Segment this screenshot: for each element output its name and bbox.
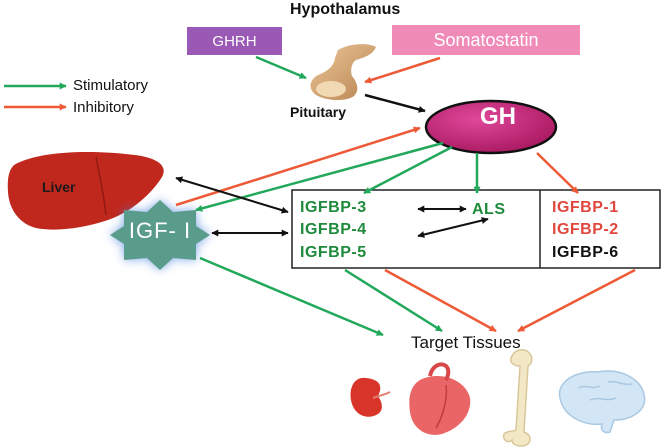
arrow-gh-igfbp3 [363,145,453,195]
arrow-igfbp-target [344,268,443,333]
arrow-igfbp1-target [517,268,636,333]
gh-label: GH [480,103,516,130]
arrow-gh-igfbp1 [536,152,579,194]
pituitary-label: Pituitary [290,104,347,120]
target-tissues-label: Target Tissues [411,333,521,352]
brain-icon [558,370,646,434]
ghrh-box: GHRH [187,27,282,55]
somatostatin-box: Somatostatin [392,25,580,55]
liver-label: Liver [42,179,76,195]
hypothalamus-label: Hypothalamus [290,1,401,18]
pituitary-gland-icon [310,44,376,101]
igfbp5-label: IGFBP-5 [300,244,367,261]
legend-inhibitory-label: Inhibitory [73,99,134,116]
igfbp3-label: IGFBP-3 [300,199,367,216]
igf-node [110,200,210,270]
arrow-ghrh-pituitary [255,55,307,80]
gh-node [424,99,558,155]
arrow-pituitary-gh [364,93,426,113]
legend-stimulatory-label: Stimulatory [73,77,149,94]
igfbp1-label: IGFBP-1 [552,199,619,216]
arrow-igfbp3-target [384,268,497,333]
arrow-igf-target [199,256,384,337]
igf1-label: IGF- I [128,218,192,243]
igfbp2-label: IGFBP-2 [552,221,619,238]
ghrh-label: GHRH [212,32,257,50]
liver-lobe-line [95,156,107,216]
bone-icon [502,349,533,447]
heart-icon [409,362,471,435]
igfbp6-label: IGFBP-6 [552,244,619,261]
arrow-somatostatin-pituitary [364,56,441,84]
kidney-icon [350,377,391,417]
arrow-liver-igfbp [175,176,289,214]
als-label: ALS [472,201,506,218]
igfbp4-label: IGFBP-4 [300,221,367,238]
somatostatin-label: Somatostatin [433,29,539,50]
arrow-igfbp4-als [417,217,489,238]
